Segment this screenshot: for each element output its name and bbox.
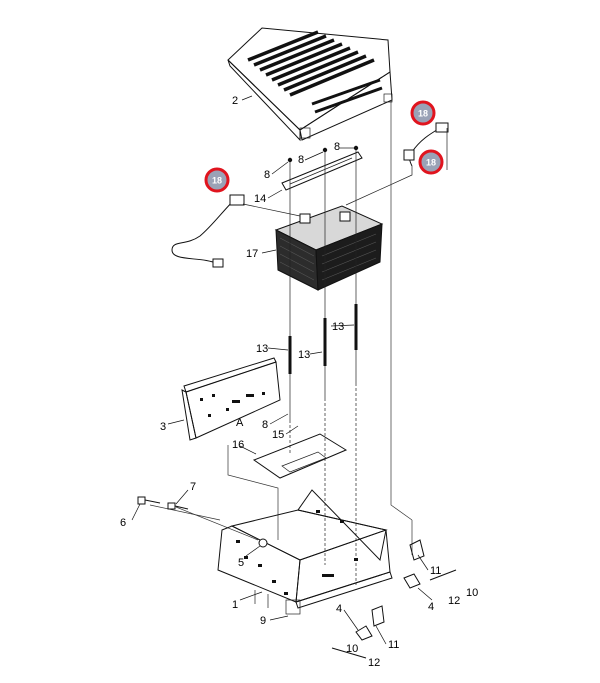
label-4-bottom: 4 <box>336 603 342 615</box>
label-12-right: 12 <box>448 595 460 607</box>
hold-down-rods <box>287 145 359 585</box>
hold-down-bar <box>281 151 363 191</box>
label-9: 9 <box>260 615 266 627</box>
bolts <box>137 496 268 548</box>
label-7: 7 <box>190 481 196 493</box>
positive-cable <box>345 122 449 206</box>
callout-18-top-right: 18 <box>410 100 436 126</box>
label-11-bottom: 11 <box>388 639 399 651</box>
label-8-top-1: 8 <box>264 169 270 181</box>
label-13-right: 13 <box>332 321 344 333</box>
label-14: 14 <box>254 193 266 205</box>
part-labels: 2 8 8 8 14 17 13 13 13 3 A 8 15 16 7 6 5… <box>120 95 478 669</box>
label-13-mid: 13 <box>298 349 310 361</box>
label-12-bottom: 12 <box>368 657 380 669</box>
svg-text:18: 18 <box>418 109 428 119</box>
label-13-left: 13 <box>256 343 268 355</box>
label-A: A <box>236 417 244 429</box>
label-2: 2 <box>232 95 238 107</box>
battery <box>274 205 384 291</box>
label-3: 3 <box>160 421 166 433</box>
callout-18-left: 18 <box>204 167 230 193</box>
label-17: 17 <box>246 248 258 260</box>
battery-mat <box>252 433 348 479</box>
svg-text:18: 18 <box>212 176 222 186</box>
label-8-top-2: 8 <box>298 154 304 166</box>
clamps <box>331 539 457 659</box>
label-4-right: 4 <box>428 601 434 613</box>
label-10-bottom: 10 <box>346 643 358 655</box>
heat-shield-bracket <box>181 357 281 441</box>
svg-text:18: 18 <box>426 158 436 168</box>
label-6: 6 <box>120 517 126 529</box>
label-5: 5 <box>238 557 244 569</box>
label-8-top-3: 8 <box>334 141 340 153</box>
battery-tray <box>217 489 393 615</box>
label-11-right: 11 <box>430 565 441 577</box>
negative-cable <box>171 194 301 268</box>
label-16: 16 <box>232 439 244 451</box>
label-10-right: 10 <box>466 587 478 599</box>
battery-cover <box>227 27 393 142</box>
label-15: 15 <box>272 429 284 441</box>
label-1: 1 <box>232 599 238 611</box>
leader-lines <box>131 95 433 645</box>
callout-18-mid-right: 18 <box>418 149 444 175</box>
label-8-lower: 8 <box>262 419 268 431</box>
assembly-lines <box>149 100 413 555</box>
